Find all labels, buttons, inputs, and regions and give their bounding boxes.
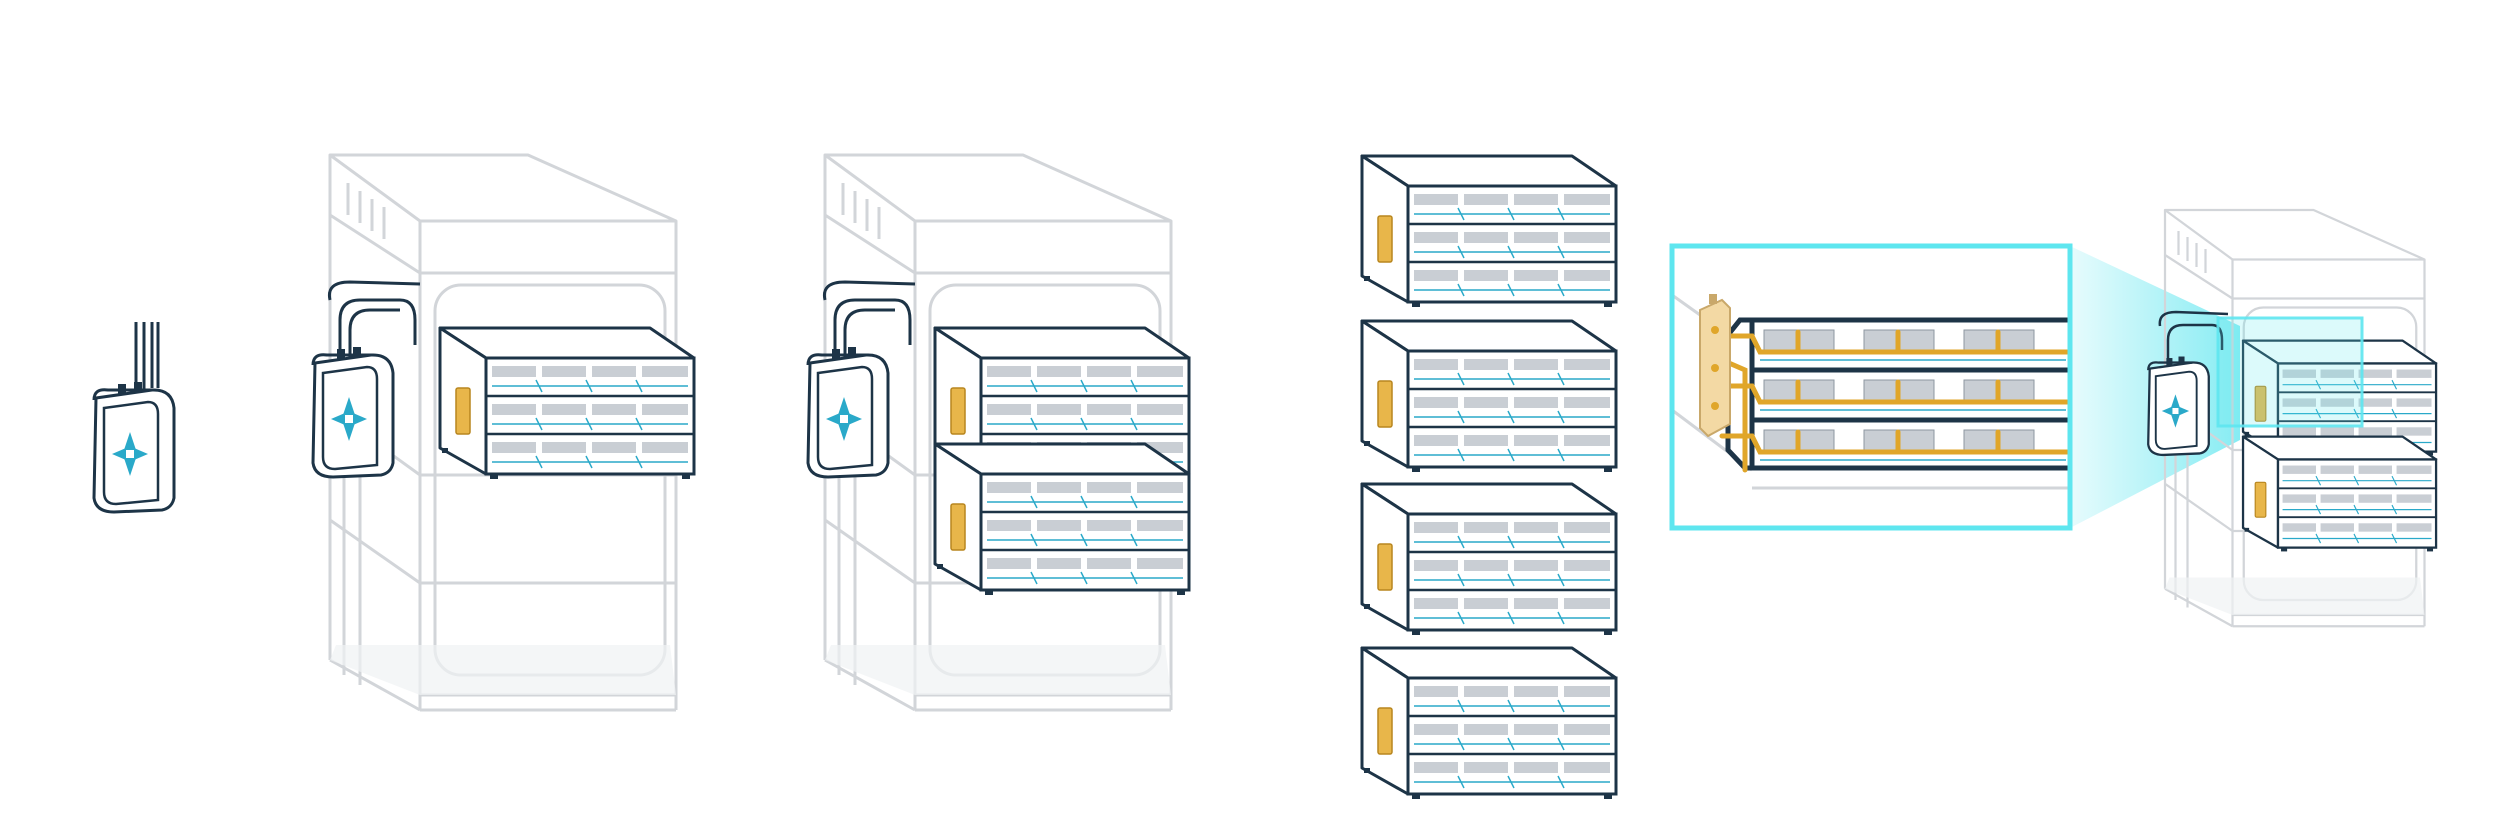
cooling-unit-icon	[311, 345, 395, 479]
manifold-icon	[1699, 294, 1731, 438]
standalone-cooling-unit	[92, 322, 176, 514]
cooling-unit-icon	[92, 380, 176, 514]
magnifier-callout-icon	[1669, 243, 2073, 531]
coolant-hoses	[2158, 310, 2229, 368]
cooling-unit-icon	[806, 345, 890, 479]
coolant-hoses	[327, 280, 421, 360]
server-icon	[438, 326, 696, 481]
server-stack	[1360, 154, 1618, 801]
server-icon	[933, 442, 1191, 597]
magnified-manifold-view	[1669, 243, 2240, 531]
rack-with-one-server	[311, 153, 696, 712]
magnifier-target-area	[2218, 318, 2362, 426]
server-icon	[1360, 482, 1618, 637]
server-icon	[1360, 319, 1618, 474]
coolant-hoses	[134, 322, 160, 392]
small-rack-reference	[2147, 208, 2438, 628]
server-icon	[1360, 154, 1618, 309]
server-icon	[2241, 435, 2438, 553]
cooling-unit-icon	[2147, 355, 2210, 457]
coolant-hoses	[822, 280, 916, 360]
rack-with-two-servers	[806, 153, 1191, 712]
server-icon	[1360, 646, 1618, 801]
